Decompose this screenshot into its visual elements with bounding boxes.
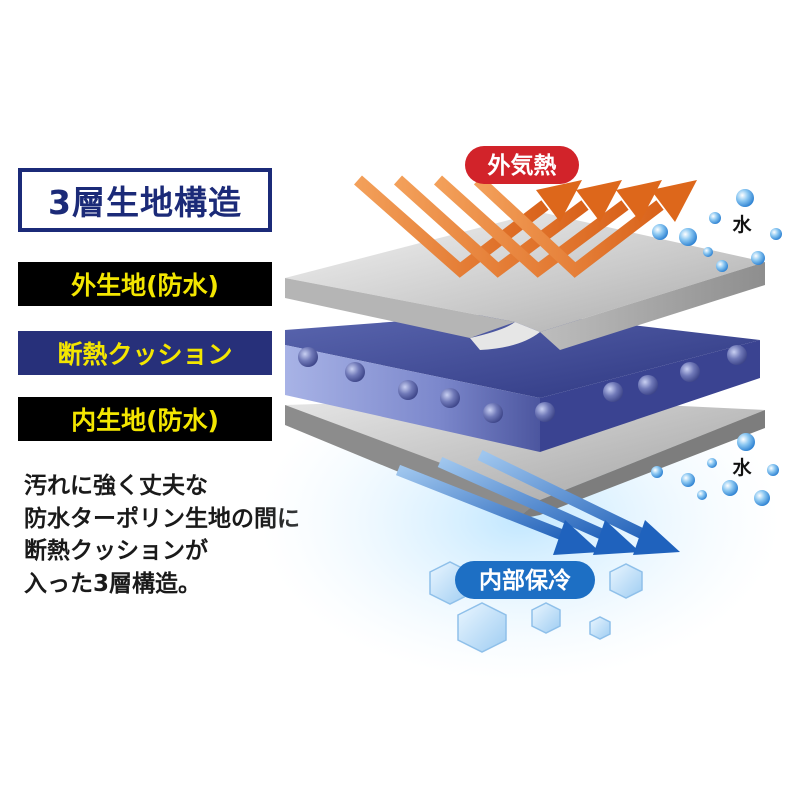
description-line: 防水ターポリン生地の間に <box>24 505 300 532</box>
bubble-icon <box>398 380 418 400</box>
description-line: 入った3層構造。 <box>24 570 202 597</box>
water-label-top: 水 <box>732 214 752 236</box>
bubble-icon <box>638 375 658 395</box>
bubble-icon <box>603 382 623 402</box>
title-box: 3層生地構造 <box>18 168 272 232</box>
cool-label: 内部保冷 <box>479 567 571 594</box>
middle-layer-label: 断熱クッション <box>18 331 272 375</box>
inner-layer-label: 内生地(防水) <box>18 397 272 441</box>
cool-tag: 内部保冷 <box>455 561 595 599</box>
bubble-icon <box>298 347 318 367</box>
outer-layer-label: 外生地(防水) <box>18 262 272 306</box>
description-line: 断熱クッションが <box>24 538 208 564</box>
description-line: 汚れに強く丈夫な <box>24 473 208 499</box>
heat-label: 外気熱 <box>488 152 557 179</box>
bubble-icon <box>483 403 503 423</box>
heat-arrows <box>354 175 664 278</box>
page-title: 3層生地構造 <box>48 183 242 222</box>
cool-arrowheads <box>553 520 680 555</box>
water-droplets-bottom <box>651 433 779 506</box>
outer-fabric-layer <box>285 212 765 350</box>
water-droplets-top <box>652 189 782 272</box>
bubble-icon <box>345 362 365 382</box>
water-label-bottom: 水 <box>732 457 752 479</box>
cushion-layer <box>285 312 760 452</box>
bubble-icon <box>440 388 460 408</box>
heat-arrowheads <box>536 180 697 222</box>
bubble-icon <box>535 402 555 422</box>
bubble-icon <box>727 345 747 365</box>
inner-fabric-layer <box>285 398 765 520</box>
ice-cubes <box>429 561 643 653</box>
cool-arrows <box>395 450 658 546</box>
bubble-icon <box>680 362 700 382</box>
heat-tag: 外気熱 <box>465 146 579 184</box>
description: 汚れに強く丈夫な 防水ターポリン生地の間に 断熱クッションが 入った3層構造。 <box>24 470 364 600</box>
